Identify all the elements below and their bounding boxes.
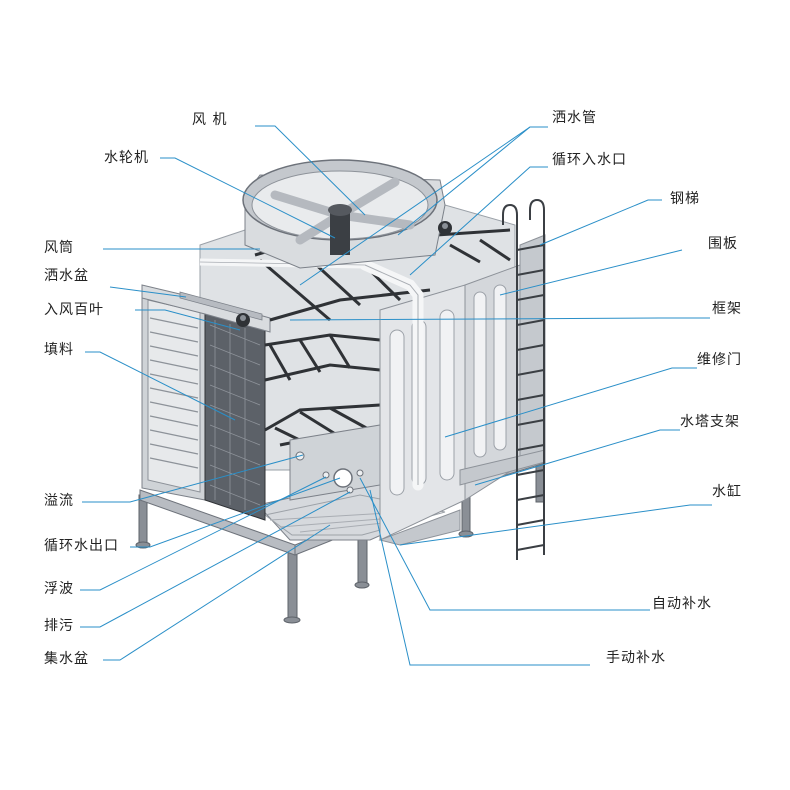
label-fill: 填料 [44, 342, 74, 358]
label-auto-makeup: 自动补水 [652, 596, 712, 612]
leader-spray-pipe-2 [299, 126, 548, 286]
label-fan-stack: 风筒 [44, 240, 74, 256]
label-circulating-inlet: 循环入水口 [552, 152, 627, 168]
leader-inlet [409, 166, 548, 276]
label-water-tank: 水缸 [712, 484, 742, 500]
leader-float [80, 476, 327, 591]
label-collecting-basin: 集水盆 [44, 651, 89, 667]
fan-stack [242, 159, 452, 269]
leader-fill [85, 351, 236, 421]
leader-auto-makeup [359, 477, 650, 611]
leader-tower-support [474, 429, 680, 486]
label-circulating-outlet: 循环水出口 [44, 538, 119, 554]
label-drain: 排污 [44, 618, 74, 634]
label-spray-basin: 洒水盆 [44, 268, 89, 284]
leader-frame [289, 317, 710, 321]
label-inlet-louver: 入风百叶 [44, 302, 104, 318]
leader-fan [255, 125, 366, 216]
label-manual-makeup: 手动补水 [606, 650, 666, 666]
leader-tank [399, 504, 712, 546]
label-spray-pipe: 洒水管 [552, 110, 597, 126]
leader-manual-makeup [369, 489, 590, 666]
label-enclosure: 围板 [708, 236, 738, 252]
support-legs [135, 461, 545, 624]
outlet-wall [289, 424, 381, 501]
label-tower-support: 水塔支架 [680, 414, 740, 430]
label-water-turbine: 水轮机 [104, 150, 149, 166]
label-steel-ladder: 钢梯 [670, 191, 700, 207]
leader-spray-basin [109, 286, 187, 298]
left-louver-panel [141, 289, 206, 501]
label-maintenance-door: 维修门 [697, 352, 742, 368]
leader-turbine [160, 157, 336, 239]
label-fan: 风 机 [192, 112, 228, 128]
leader-enclosure [499, 249, 683, 296]
label-float: 浮波 [44, 581, 74, 597]
leader-inlet-louver [135, 309, 241, 331]
leader-collecting-basin [103, 524, 331, 661]
label-overflow: 溢流 [44, 493, 74, 509]
steel-ladder [502, 198, 545, 560]
fill-media [204, 309, 266, 521]
leader-outlet [130, 477, 341, 548]
leader-lines [80, 125, 712, 666]
leader-drain [80, 491, 351, 628]
leader-ladder [539, 199, 662, 246]
leader-overflow [82, 454, 304, 503]
leader-door [444, 367, 697, 438]
label-frame: 框架 [712, 301, 742, 317]
